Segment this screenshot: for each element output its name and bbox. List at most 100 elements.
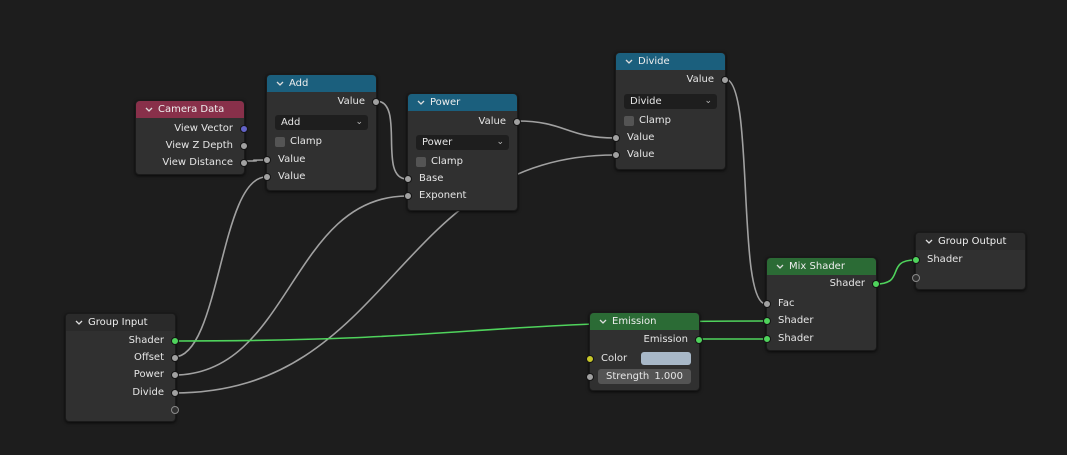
mix-shader-output-socket[interactable] xyxy=(872,280,880,288)
divide-input-2-socket[interactable] xyxy=(612,151,620,159)
chevron-down-icon[interactable] xyxy=(598,317,608,327)
divide-title: Divide xyxy=(638,56,670,67)
divide-operation-value: Divide xyxy=(630,96,662,107)
mix-shader-shader-1-label: Shader xyxy=(778,315,814,326)
camera-view-vector-socket[interactable] xyxy=(240,125,248,133)
power-operation-dropdown[interactable]: Power ⌄ xyxy=(416,135,509,150)
emission-output-row: Emission xyxy=(590,332,703,348)
group-output-shader-socket[interactable] xyxy=(912,256,920,264)
link-divide-to-mix-fac[interactable] xyxy=(724,78,767,305)
group-input-offset-socket[interactable] xyxy=(171,354,179,362)
group-input-node[interactable]: Group Input Shader Offset Power Divide xyxy=(65,313,179,422)
mix-shader-shader-1-row: Shader xyxy=(763,313,876,329)
link-group-offset-to-add[interactable] xyxy=(173,176,267,358)
add-input-2-label: Value xyxy=(278,171,306,182)
add-clamp-toggle[interactable]: Clamp xyxy=(275,135,322,149)
group-output-title: Group Output xyxy=(938,236,1007,247)
chevron-down-icon[interactable] xyxy=(775,262,785,272)
divide-input-1-socket[interactable] xyxy=(612,134,620,142)
chevron-down-icon[interactable] xyxy=(624,57,634,67)
add-node[interactable]: Add Value Add ⌄ Clamp Value Value xyxy=(263,74,380,191)
divide-clamp-checkbox[interactable] xyxy=(624,116,634,126)
mix-shader-fac-socket[interactable] xyxy=(763,300,771,308)
add-clamp-checkbox[interactable] xyxy=(275,137,285,147)
group-input-empty-socket[interactable] xyxy=(171,406,179,414)
emission-strength-row: Strength 1.000 xyxy=(586,369,699,385)
power-output-label: Value xyxy=(478,116,506,127)
divide-output-socket[interactable] xyxy=(721,76,729,84)
divide-clamp-toggle[interactable]: Clamp xyxy=(624,114,671,128)
add-output-label: Value xyxy=(337,96,365,107)
power-header[interactable]: Power xyxy=(408,94,517,111)
emission-output-socket[interactable] xyxy=(695,336,703,344)
power-node[interactable]: Power Value Power ⌄ Clamp Base Exponent xyxy=(404,93,521,211)
link-group-divide-to-divide[interactable] xyxy=(173,154,616,394)
add-input-2-socket[interactable] xyxy=(263,173,271,181)
add-output-socket[interactable] xyxy=(372,98,380,106)
mix-shader-shader-1-socket[interactable] xyxy=(763,317,771,325)
emission-color-swatch[interactable] xyxy=(641,352,691,365)
link-add-to-power-base[interactable] xyxy=(375,100,408,180)
group-input-offset-row: Offset xyxy=(66,350,179,366)
mix-shader-output-row: Shader xyxy=(767,276,880,292)
divide-operation-dropdown[interactable]: Divide ⌄ xyxy=(624,94,717,109)
group-input-divide-label: Divide xyxy=(132,387,164,398)
power-output-row: Value xyxy=(408,114,521,130)
mix-shader-shader-2-row: Shader xyxy=(763,331,876,347)
mix-shader-shader-2-label: Shader xyxy=(778,333,814,344)
group-input-title: Group Input xyxy=(88,317,148,328)
group-input-shader-socket[interactable] xyxy=(171,337,179,345)
mix-shader-header[interactable]: Mix Shader xyxy=(767,258,876,275)
add-input-2-row: Value xyxy=(263,169,376,185)
power-clamp-checkbox[interactable] xyxy=(416,157,426,167)
power-output-socket[interactable] xyxy=(513,118,521,126)
chevron-down-icon[interactable] xyxy=(144,105,154,115)
divide-header[interactable]: Divide xyxy=(616,53,725,70)
chevron-down-icon[interactable] xyxy=(924,237,934,247)
link-group-power-to-power-exponent[interactable] xyxy=(173,195,408,376)
emission-strength-field[interactable]: Strength 1.000 xyxy=(598,369,691,384)
group-output-header[interactable]: Group Output xyxy=(916,233,1025,250)
emission-header[interactable]: Emission xyxy=(590,313,699,330)
camera-view-distance-row: View Distance xyxy=(136,155,248,171)
camera-view-distance-socket[interactable] xyxy=(240,159,248,167)
chevron-down-icon[interactable] xyxy=(416,98,426,108)
group-input-power-socket[interactable] xyxy=(171,371,179,379)
group-output-node[interactable]: Group Output Shader xyxy=(912,232,1026,290)
power-exponent-row: Exponent xyxy=(404,188,517,204)
camera-data-title: Camera Data xyxy=(158,104,225,115)
power-clamp-toggle[interactable]: Clamp xyxy=(416,155,463,169)
emission-strength-socket[interactable] xyxy=(586,373,594,381)
camera-view-distance-label: View Distance xyxy=(162,157,233,168)
emission-strength-label: Strength xyxy=(606,371,650,382)
emission-node[interactable]: Emission Emission Color Strength 1.000 xyxy=(586,312,703,391)
divide-node[interactable]: Divide Value Divide ⌄ Clamp Value Value xyxy=(612,52,729,170)
chevron-down-icon[interactable] xyxy=(275,79,285,89)
add-operation-dropdown[interactable]: Add ⌄ xyxy=(275,115,368,130)
emission-color-socket[interactable] xyxy=(586,355,594,363)
divide-output-row: Value xyxy=(616,72,729,88)
camera-data-node[interactable]: Camera Data View Vector View Z Depth Vie… xyxy=(135,100,248,175)
add-input-1-row: Value xyxy=(263,152,376,168)
chevron-down-icon[interactable] xyxy=(74,318,84,328)
mix-shader-node[interactable]: Mix Shader Shader Fac Shader Shader xyxy=(763,257,880,351)
group-input-divide-socket[interactable] xyxy=(171,389,179,397)
power-base-row: Base xyxy=(404,171,517,187)
camera-view-z-depth-socket[interactable] xyxy=(240,142,248,150)
power-title: Power xyxy=(430,97,461,108)
camera-data-header[interactable]: Camera Data xyxy=(136,101,244,118)
power-exponent-socket[interactable] xyxy=(404,192,412,200)
chevron-down-icon: ⌄ xyxy=(355,117,363,127)
link-mix-to-group-output[interactable] xyxy=(875,259,916,285)
emission-title: Emission xyxy=(612,316,657,327)
group-input-header[interactable]: Group Input xyxy=(66,314,175,331)
mix-shader-shader-2-socket[interactable] xyxy=(763,335,771,343)
add-header[interactable]: Add xyxy=(267,75,376,92)
group-output-empty-socket[interactable] xyxy=(912,274,920,282)
link-power-to-divide[interactable] xyxy=(516,120,616,139)
chevron-down-icon: ⌄ xyxy=(496,137,504,147)
add-input-1-socket[interactable] xyxy=(263,156,271,164)
power-base-socket[interactable] xyxy=(404,175,412,183)
divide-output-label: Value xyxy=(686,74,714,85)
divide-input-2-label: Value xyxy=(627,149,655,160)
